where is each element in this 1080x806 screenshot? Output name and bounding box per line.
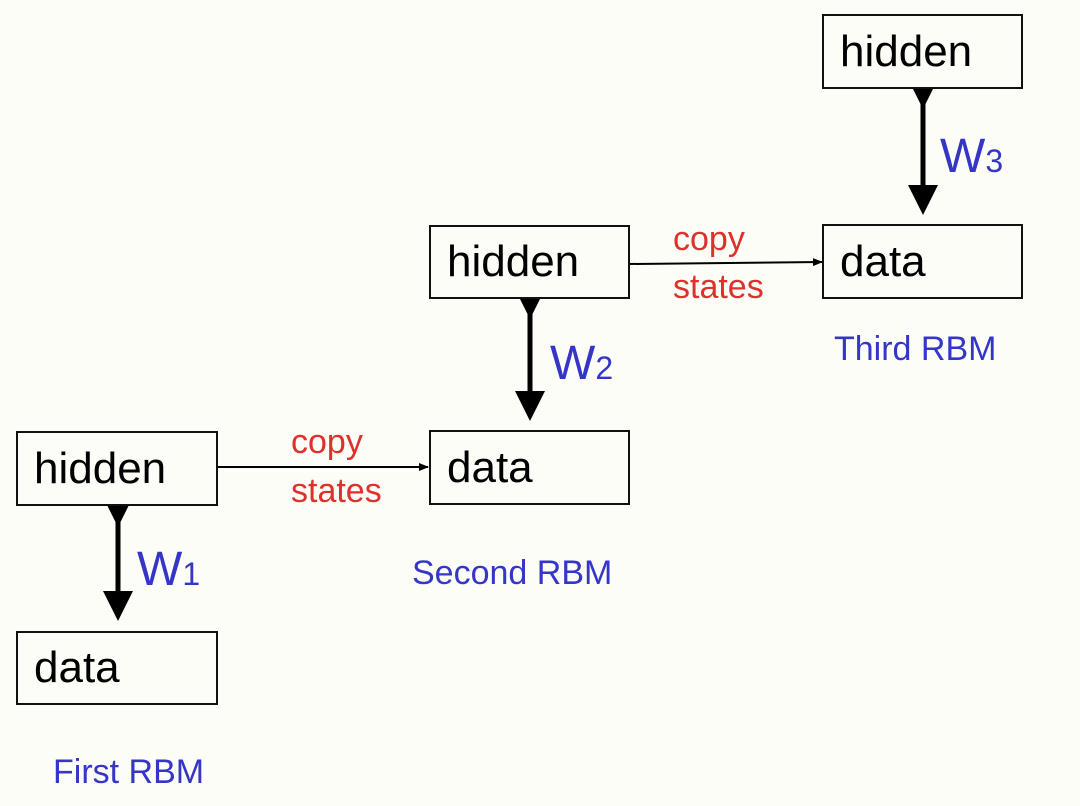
third-rbm-hidden-label: hidden bbox=[840, 26, 973, 76]
third-rbm-data-label: data bbox=[840, 236, 926, 286]
third-rbm-data-box: data bbox=[822, 224, 1023, 299]
states-label-2: states bbox=[673, 268, 764, 306]
first-rbm-hidden-box: hidden bbox=[16, 431, 218, 506]
copy-states-arrow-2 bbox=[628, 258, 823, 267]
first-rbm-hidden-label: hidden bbox=[34, 443, 167, 493]
weight-w2: W2 bbox=[550, 337, 614, 390]
second-rbm-data-label: data bbox=[447, 442, 533, 492]
states-label-1: states bbox=[291, 472, 382, 510]
copy-label-1: copy bbox=[291, 423, 363, 461]
third-rbm-hidden-box: hidden bbox=[822, 14, 1023, 89]
second-rbm-hidden-label: hidden bbox=[447, 237, 580, 286]
second-rbm-data-box: data bbox=[429, 430, 630, 505]
second-rbm-caption: Second RBM bbox=[412, 554, 613, 592]
third-rbm-caption: Third RBM bbox=[834, 330, 997, 368]
copy-label-2: copy bbox=[673, 220, 745, 258]
first-rbm-caption: First RBM bbox=[53, 753, 205, 791]
weight-w1: W1 bbox=[137, 543, 201, 596]
first-rbm-data-box: data bbox=[16, 631, 218, 705]
first-rbm-data-label: data bbox=[34, 643, 120, 692]
second-rbm-hidden-box: hidden bbox=[429, 225, 630, 299]
weight-w3: W3 bbox=[940, 130, 1004, 183]
